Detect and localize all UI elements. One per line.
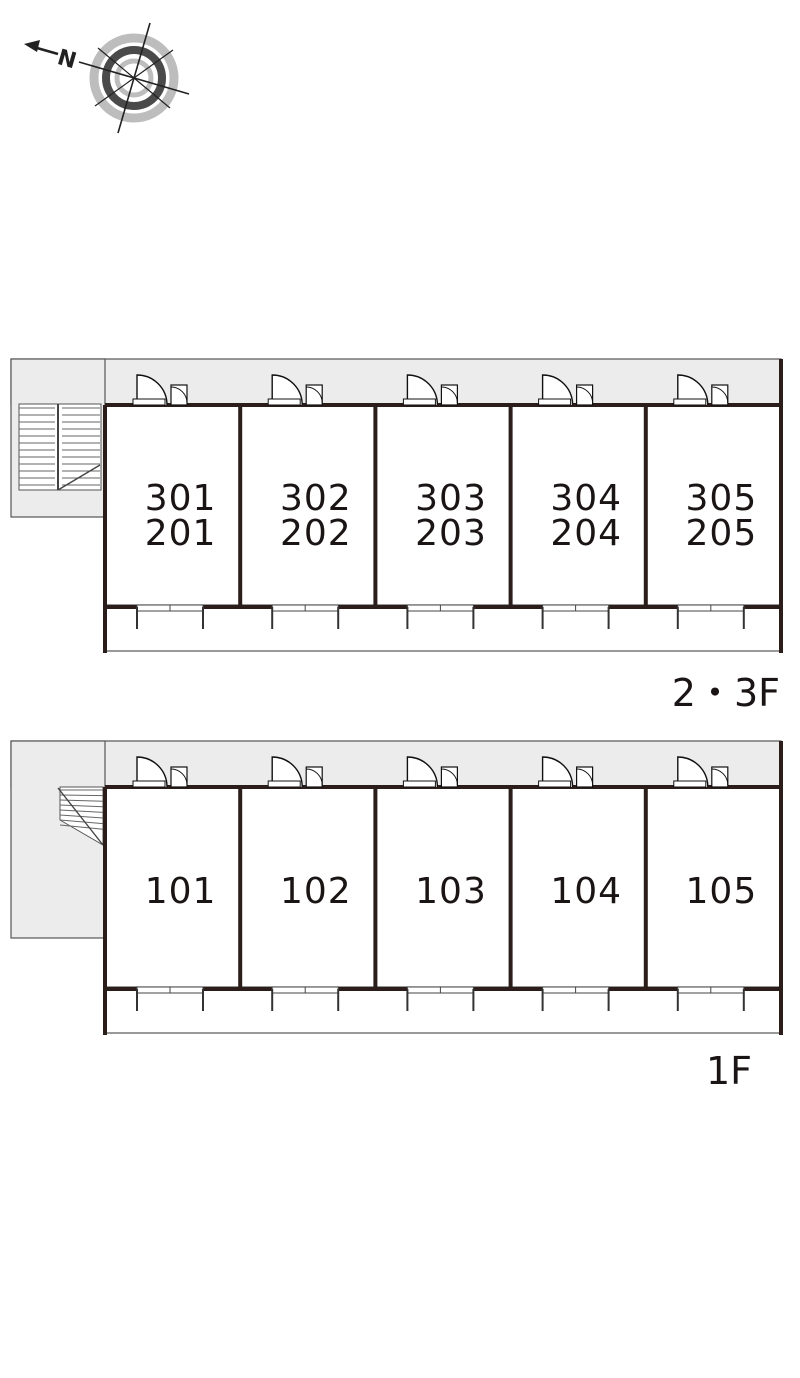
compass-needle-d	[97, 47, 171, 109]
entrance-door-icon	[677, 374, 709, 406]
meter-box-icon	[440, 766, 458, 788]
floor-label-upper: 2・3F	[672, 671, 780, 715]
door-threshold	[267, 398, 301, 406]
meter-door-arc	[170, 768, 188, 786]
unit-label-303: 303	[415, 478, 487, 519]
meter-box-icon	[711, 384, 729, 406]
floor-label-ground: 1F	[706, 1049, 752, 1093]
meter-box-icon	[170, 766, 188, 788]
stair-step	[59, 809, 104, 813]
unit-label-301: 301	[145, 478, 217, 519]
ground-floor-plan: 101 102 103 104 105 1F	[10, 740, 783, 1093]
meter-door-arc	[576, 768, 594, 786]
unit-label-205: 205	[686, 513, 758, 554]
entrance-door-icon	[677, 756, 709, 788]
entrance-door-icon	[406, 756, 439, 788]
meter-box-icon	[305, 384, 323, 406]
upper-balcony	[104, 604, 782, 652]
unit-label-102: 102	[280, 871, 352, 912]
unit-label-304: 304	[550, 478, 622, 519]
ground-entrance-area	[10, 740, 106, 939]
door-threshold	[673, 398, 707, 406]
meter-box-icon	[711, 766, 729, 788]
unit-label-101: 101	[145, 871, 217, 912]
compass-icon: N	[24, 22, 190, 134]
entrance-door-icon	[541, 756, 574, 788]
door-threshold	[267, 780, 301, 788]
compass-outer-ring	[89, 33, 179, 123]
meter-door-arc	[306, 386, 323, 404]
unit-label-305: 305	[686, 478, 758, 519]
meter-door-arc	[711, 768, 729, 786]
upper-corridor	[10, 358, 782, 406]
meter-door-arc	[441, 386, 458, 404]
meter-box-icon	[170, 384, 188, 406]
unit-label-201: 201	[145, 513, 217, 554]
stair-step	[59, 819, 104, 825]
meter-door-arc	[170, 386, 188, 404]
ground-units: 101 102 103 104 105	[103, 741, 783, 1035]
meter-box-icon	[440, 384, 458, 406]
stair-step	[59, 794, 104, 797]
unit-label-103: 103	[415, 871, 487, 912]
door-threshold	[538, 780, 572, 788]
entrance-door-icon	[271, 756, 303, 788]
ground-corridor	[10, 740, 782, 788]
entrance-door-icon	[541, 374, 574, 406]
door-threshold	[132, 398, 166, 406]
meter-door-arc	[711, 386, 729, 404]
door-threshold	[132, 780, 166, 788]
meter-door-arc	[576, 386, 594, 404]
compass-core-ring	[114, 58, 154, 98]
entrance-door-icon	[136, 374, 168, 406]
stair-step	[59, 804, 104, 808]
unit-label-104: 104	[550, 871, 622, 912]
meter-box-icon	[305, 766, 323, 788]
meter-box-icon	[575, 766, 594, 788]
north-label: N	[54, 45, 79, 74]
north-arrow-icon	[24, 40, 40, 52]
compass-inner-ring	[102, 46, 166, 110]
door-threshold	[402, 780, 436, 788]
unit-label-302: 302	[280, 478, 352, 519]
stair-rail	[57, 787, 104, 846]
meter-box-icon	[575, 384, 594, 406]
meter-door-arc	[441, 768, 458, 786]
unit-label-202: 202	[280, 513, 352, 554]
ground-balcony	[104, 986, 782, 1034]
stair-landing-edge	[57, 464, 101, 491]
unit-label-203: 203	[415, 513, 487, 554]
meter-door-arc	[306, 768, 323, 786]
door-threshold	[402, 398, 436, 406]
entrance-door-icon	[136, 756, 168, 788]
stair-step	[59, 824, 104, 830]
unit-label-204: 204	[550, 513, 622, 554]
door-threshold	[538, 398, 572, 406]
stair-box	[18, 403, 102, 491]
entrance-door-icon	[271, 374, 303, 406]
stairs-icon	[18, 403, 102, 491]
entrance-door-icon	[406, 374, 439, 406]
unit-label-105: 105	[686, 871, 758, 912]
stair-step	[59, 814, 104, 819]
door-threshold	[673, 780, 707, 788]
